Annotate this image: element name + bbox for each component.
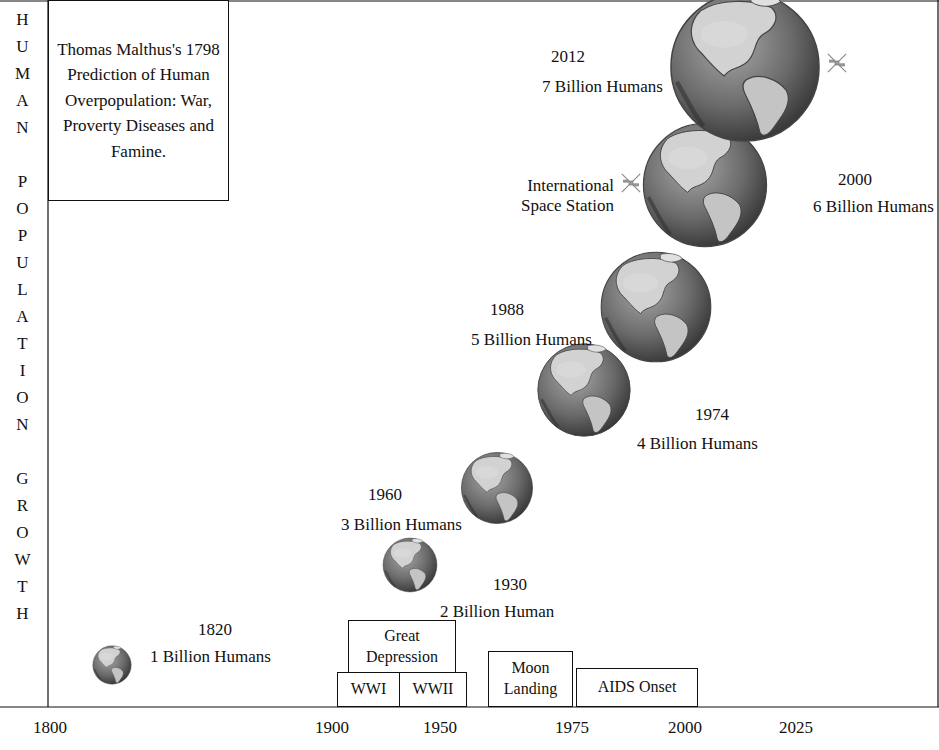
axis-title-letter: N (14, 114, 31, 141)
axis-title-letter: O (14, 519, 31, 546)
axis-title-letter: P (14, 168, 31, 195)
axis-title-letter: A (14, 87, 31, 114)
x-axis (0, 706, 939, 707)
axis-title-letter: T (14, 330, 31, 357)
axis-title: HUMAN POPULATION GROWTH (14, 6, 31, 627)
axis-title-letter: O (14, 384, 31, 411)
axis-title-letter: G (14, 465, 31, 492)
axis-tick-label: 1800 (33, 718, 67, 738)
year-label: 1930 (493, 575, 527, 595)
globe-1988 (601, 252, 711, 362)
globe-1820 (93, 646, 131, 684)
year-label: 2012 (551, 47, 585, 67)
year-label: 1820 (198, 620, 232, 640)
event-box: WWII (399, 672, 467, 707)
event-box: WWI (337, 672, 400, 707)
right-border (937, 0, 938, 707)
globe-2012 (671, 0, 819, 141)
note-box: Thomas Malthus's 1798 Prediction of Huma… (48, 0, 229, 201)
box-text: AIDS Onset (598, 677, 677, 698)
axis-title-letter: L (14, 276, 31, 303)
globe-1974 (538, 344, 630, 436)
year-label: 1988 (490, 300, 524, 320)
population-label: 7 Billion Humans (542, 77, 663, 97)
satellites (622, 54, 846, 192)
axis-title-letter: H (14, 600, 31, 627)
axis-title-letter (14, 438, 31, 465)
satellite-label: International Space Station (489, 176, 614, 217)
event-box: Great Depression (348, 620, 456, 673)
population-label: 4 Billion Humans (637, 434, 758, 454)
axis-title-letter: P (14, 222, 31, 249)
globe-1930 (383, 538, 437, 592)
box-text: Thomas Malthus's 1798 Prediction of Huma… (53, 37, 224, 165)
box-text: WWII (413, 679, 454, 700)
axis-title-letter: A (14, 303, 31, 330)
population-label: 1 Billion Humans (150, 647, 271, 667)
box-text: WWI (351, 679, 387, 700)
population-label: 6 Billion Humans (813, 197, 934, 217)
axis-tick-label: 1975 (555, 718, 589, 738)
axis-title-letter: N (14, 411, 31, 438)
event-box: Moon Landing (488, 651, 573, 707)
axis-tick-label: 2025 (779, 718, 813, 738)
globe-2000 (643, 123, 766, 246)
axis-title-letter: O (14, 195, 31, 222)
axis-title-letter: R (14, 492, 31, 519)
population-label: 3 Billion Humans (341, 515, 462, 535)
globe-1960 (461, 452, 532, 523)
year-label: 1960 (368, 485, 402, 505)
axis-title-letter: I (14, 357, 31, 384)
satellite-icon (622, 174, 640, 192)
axis-tick-label: 1900 (315, 718, 349, 738)
population-label: 5 Billion Humans (471, 330, 592, 350)
year-label: 1974 (695, 405, 729, 425)
box-text: Moon Landing (493, 658, 568, 700)
box-text: Great Depression (353, 626, 451, 668)
event-box: AIDS Onset (576, 668, 698, 707)
axis-title-letter (14, 141, 31, 168)
year-label: 2000 (838, 170, 872, 190)
satellite-icon (828, 54, 846, 72)
axis-title-letter: H (14, 6, 31, 33)
axis-title-letter: U (14, 33, 31, 60)
axis-title-letter: M (14, 60, 31, 87)
axis-title-letter: W (14, 546, 31, 573)
axis-tick-label: 1950 (423, 718, 457, 738)
axis-tick-label: 2000 (668, 718, 702, 738)
population-label: 2 Billion Human (440, 602, 554, 622)
axis-title-letter: T (14, 573, 31, 600)
axis-title-letter: U (14, 249, 31, 276)
